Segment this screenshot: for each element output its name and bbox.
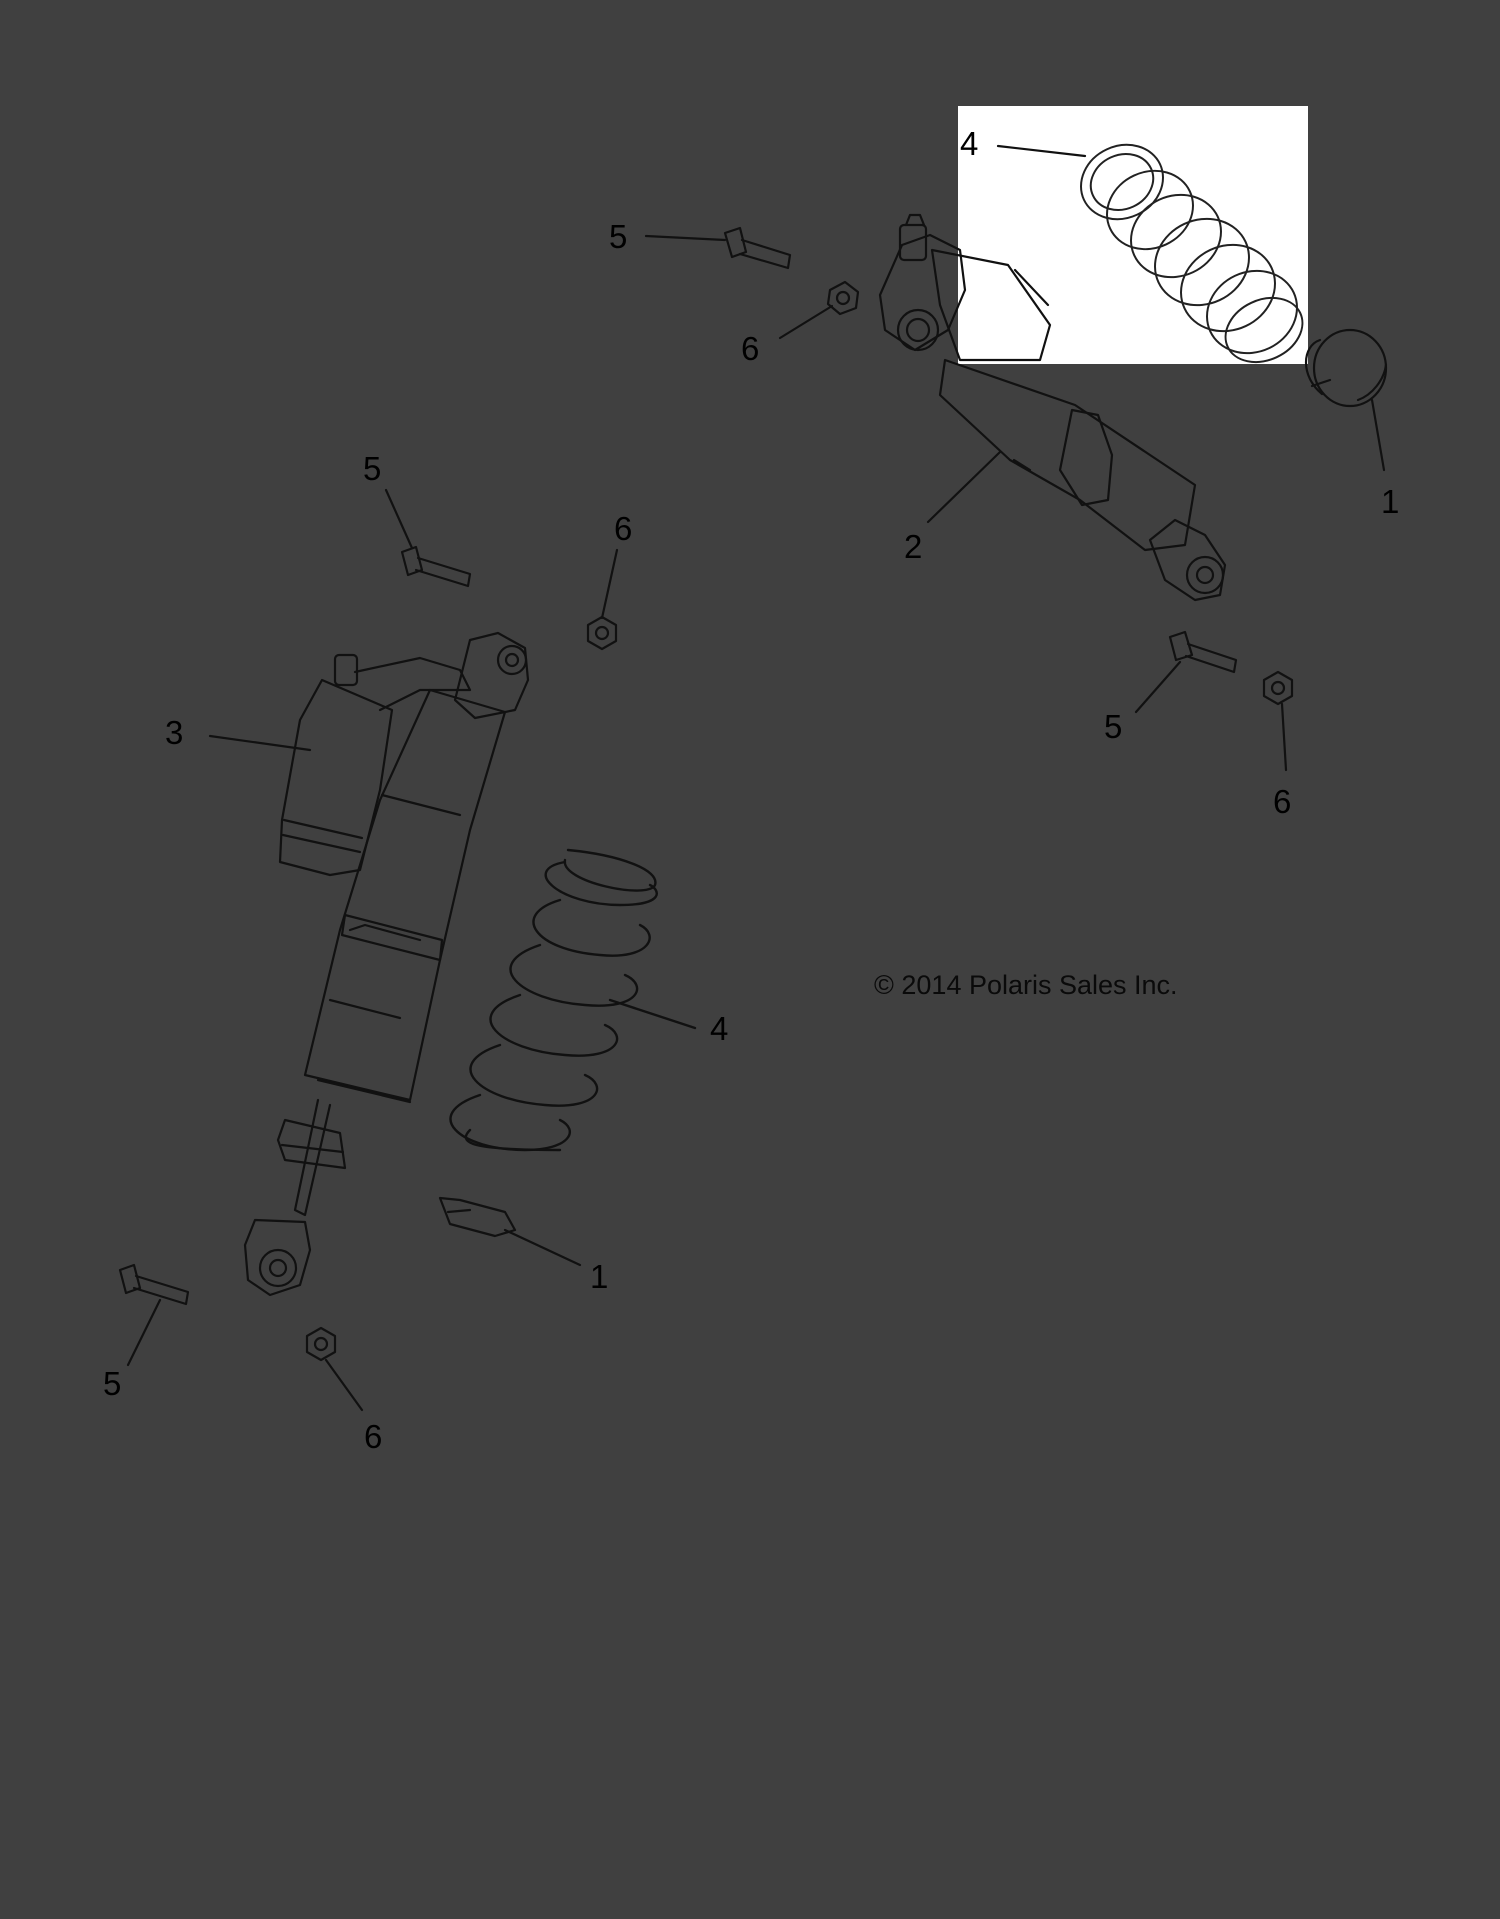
bolt-5-left xyxy=(384,488,472,588)
upper-shock-2 xyxy=(878,213,1227,602)
left-spring-leader-4 xyxy=(608,998,697,1030)
callout-right-nut-6: 6 xyxy=(1273,783,1292,820)
bolt-5-bottom xyxy=(118,1263,190,1367)
spring-inset xyxy=(958,106,1308,364)
callout-left-shock-3: 3 xyxy=(165,714,184,751)
callout-upper-shock-2: 2 xyxy=(904,528,923,565)
upper-shock-leader-2 xyxy=(926,450,1002,524)
left-shock-3 xyxy=(208,631,530,1297)
left-shock-leader-3 xyxy=(208,734,312,752)
callout-left-bolt-5: 5 xyxy=(363,450,382,487)
callout-left-nut-6: 6 xyxy=(614,510,633,547)
callout-left-retainer-1: 1 xyxy=(590,1258,609,1295)
callout-inset-spring-4: 4 xyxy=(960,125,979,162)
spring-retainer-1-left xyxy=(438,1196,582,1267)
left-ring-leader-1 xyxy=(503,1228,582,1267)
copyright-notice: © 2014 Polaris Sales Inc. xyxy=(874,970,1178,1000)
inset-leader-4 xyxy=(996,144,1087,158)
callout-bottom-bolt-5: 5 xyxy=(103,1365,122,1402)
callout-bottom-nut-6: 6 xyxy=(364,1418,383,1455)
spring-retainer-1-right xyxy=(1305,328,1388,472)
nut-6-left xyxy=(586,548,619,651)
bolt-5-right xyxy=(1134,630,1238,714)
right-ring-leader-1 xyxy=(1370,398,1386,472)
callout-right-retainer-1: 1 xyxy=(1381,483,1400,520)
nut-6-right xyxy=(1262,670,1294,772)
nut-6-bottom xyxy=(305,1326,364,1412)
inset-spring-4 xyxy=(1080,143,1304,364)
nut-6-top xyxy=(778,280,860,340)
left-spring-4 xyxy=(449,848,697,1152)
bolt-5-top xyxy=(644,226,792,270)
callout-top-bolt-5: 5 xyxy=(609,218,628,255)
callout-left-spring-4: 4 xyxy=(710,1010,729,1047)
callout-top-nut-6: 6 xyxy=(741,330,760,367)
callout-right-bolt-5: 5 xyxy=(1104,708,1123,745)
